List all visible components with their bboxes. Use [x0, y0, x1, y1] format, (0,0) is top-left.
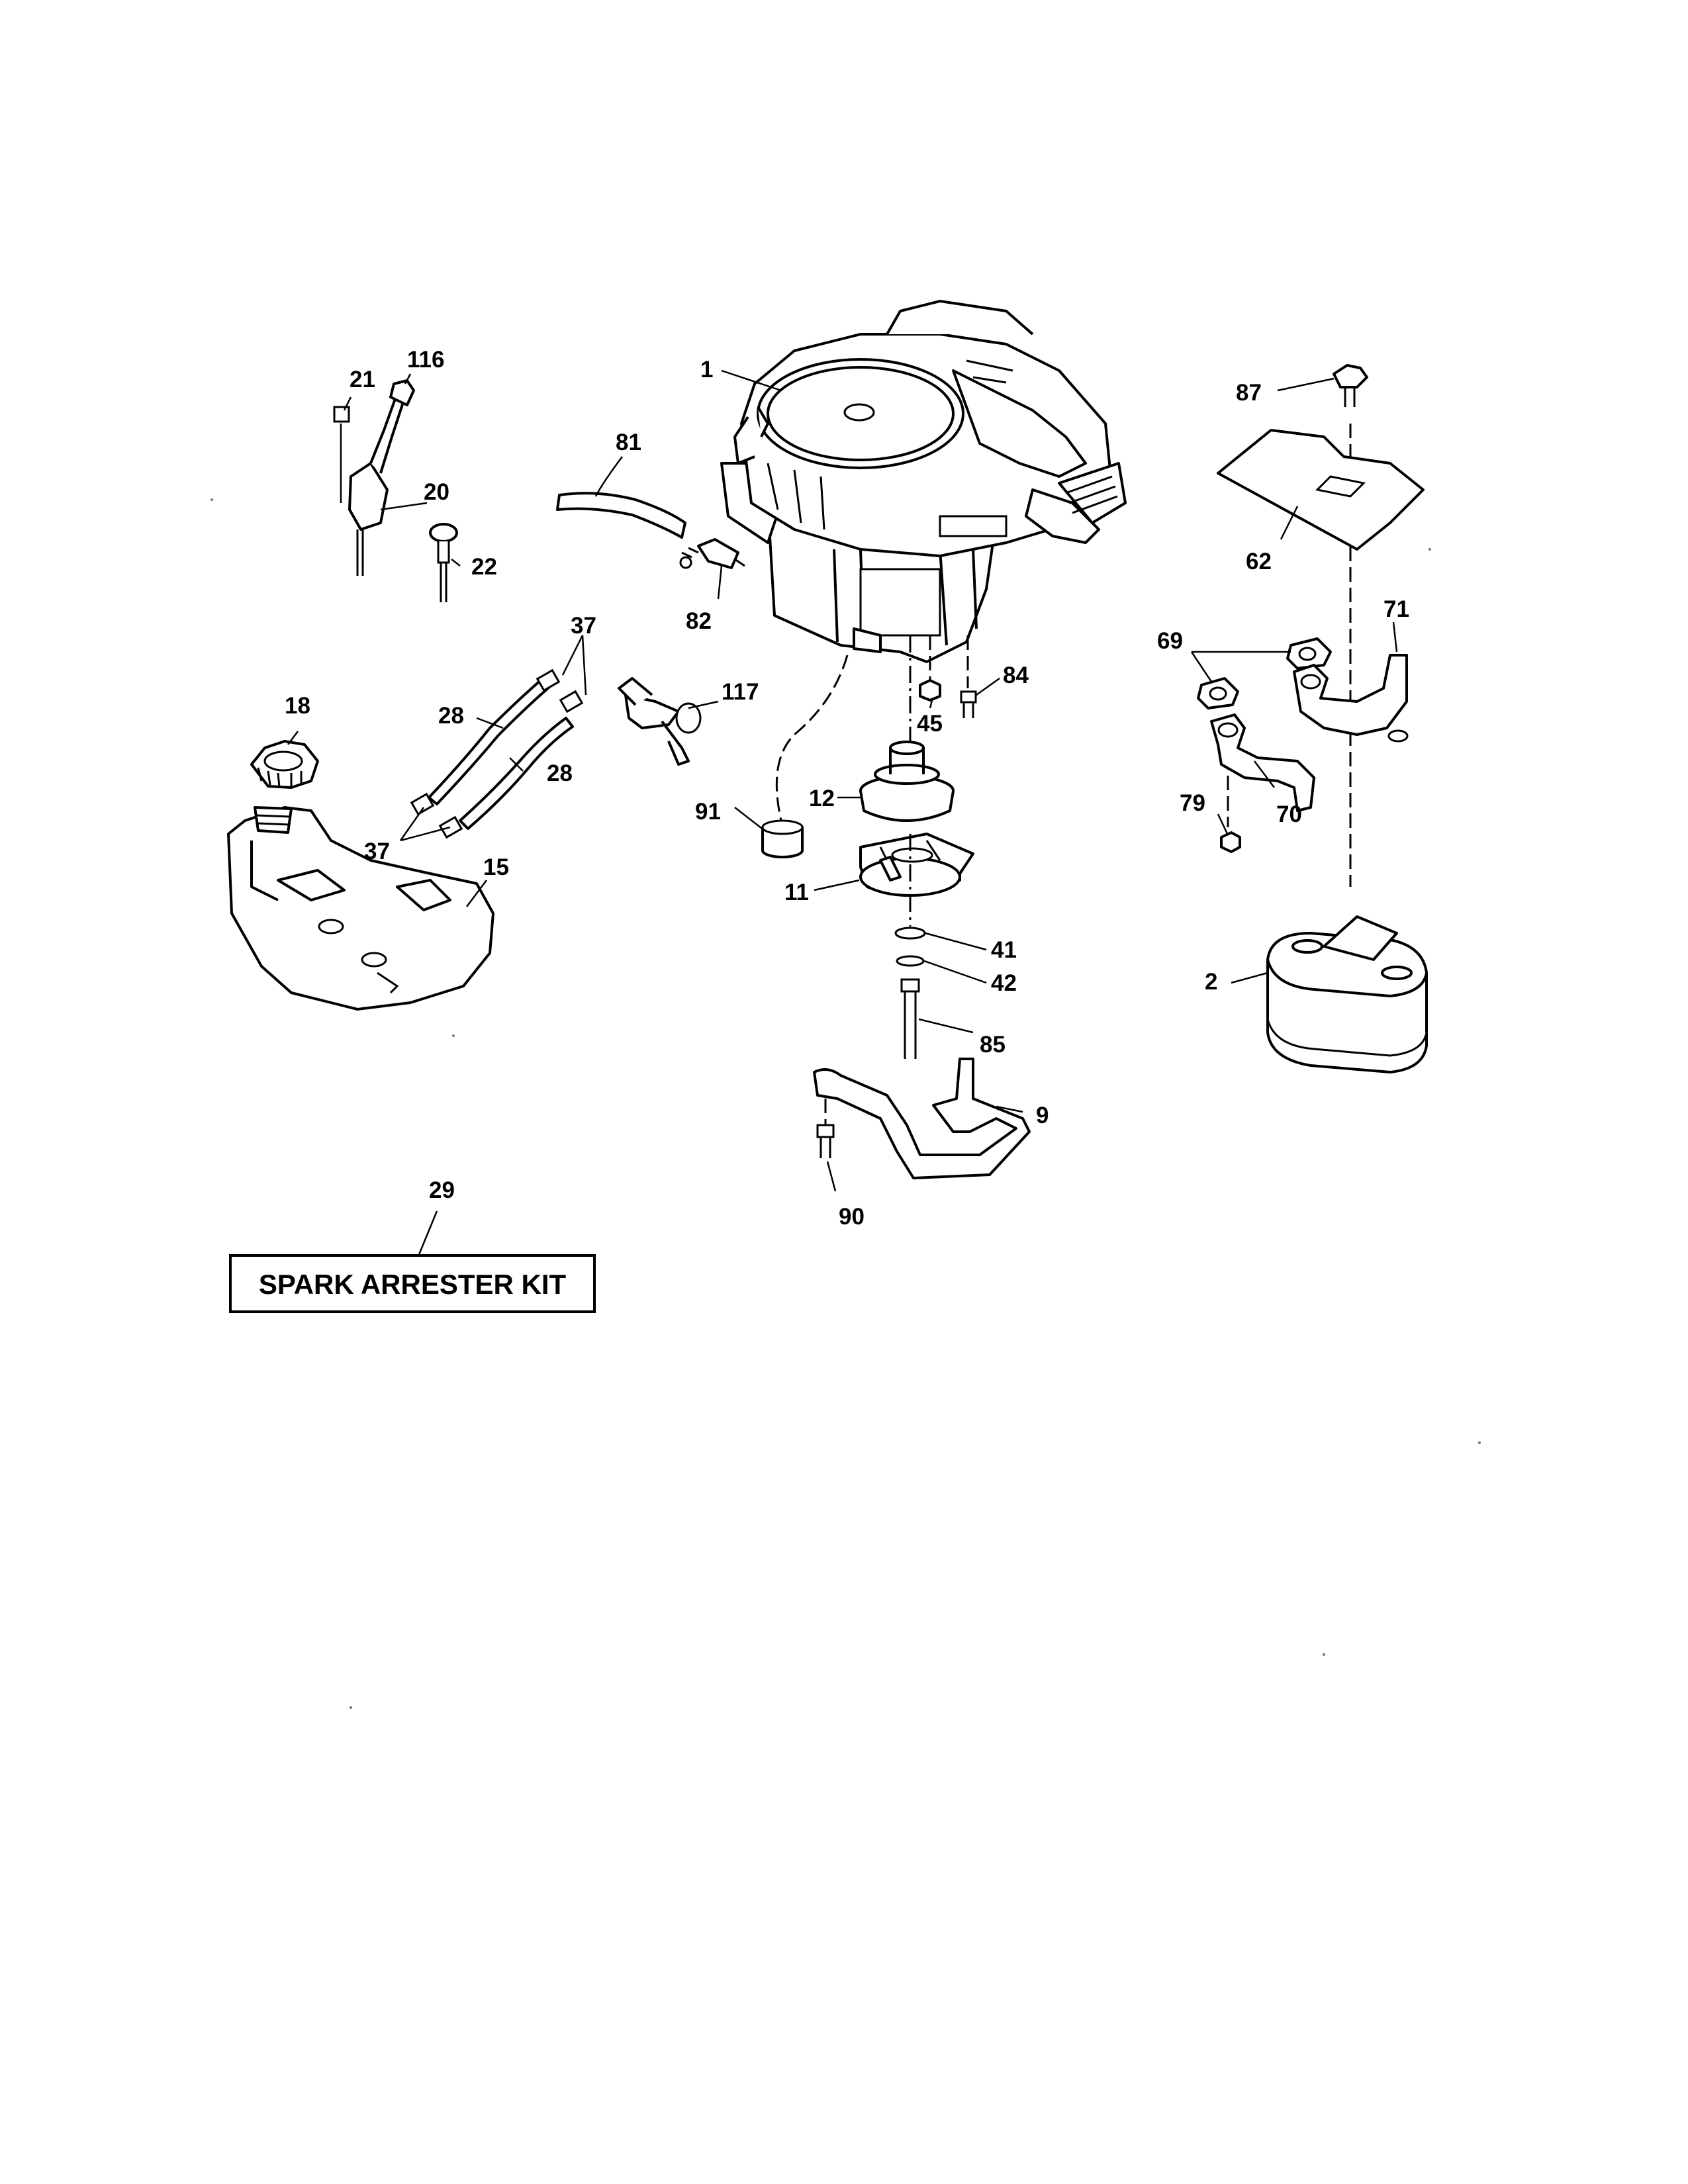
heat-shield	[1217, 429, 1425, 551]
label-84: 84	[1003, 662, 1029, 688]
label-85: 85	[980, 1032, 1006, 1058]
engine	[720, 300, 1127, 663]
fuel-filter	[679, 538, 745, 569]
label-90: 90	[839, 1204, 865, 1230]
nut-45	[919, 679, 941, 702]
bolt-79	[1220, 831, 1241, 853]
label-28a: 28	[438, 703, 464, 729]
label-22: 22	[471, 554, 497, 580]
label-18: 18	[285, 693, 310, 719]
label-11: 11	[784, 880, 809, 905]
washer-42	[896, 955, 925, 967]
throttle-control	[333, 379, 458, 602]
label-41: 41	[991, 937, 1017, 963]
label-28b: 28	[547, 760, 573, 786]
belt-guide	[813, 1058, 1031, 1179]
bolt-84	[960, 690, 977, 718]
label-81: 81	[616, 430, 641, 455]
scan-specks	[211, 498, 1481, 1709]
fuel-tank	[227, 806, 494, 1011]
fuel-hose	[556, 492, 686, 539]
label-116: 116	[407, 347, 444, 373]
exhaust-pipe-70	[1210, 713, 1315, 812]
oil-drain-valve	[618, 677, 702, 766]
assembly-lines	[775, 424, 1352, 1125]
label-37a: 37	[571, 613, 596, 639]
label-9: 9	[1036, 1103, 1049, 1128]
label-91: 91	[695, 799, 721, 825]
fuel-cap	[250, 740, 319, 789]
label-117: 117	[722, 679, 759, 705]
label-12: 12	[809, 786, 835, 811]
electric-clutch	[859, 833, 974, 897]
label-45: 45	[917, 711, 943, 737]
label-69: 69	[1157, 628, 1183, 654]
label-29: 29	[429, 1177, 455, 1203]
exhaust-pipe-71	[1293, 654, 1409, 743]
label-87: 87	[1236, 380, 1262, 406]
part-labels: 1 2 9 11 12 15 18 20 21 22 28 28 29 37 3…	[285, 347, 1409, 1230]
label-62: 62	[1246, 549, 1272, 574]
label-1: 1	[700, 357, 713, 383]
label-2: 2	[1205, 969, 1217, 995]
engine-pulley	[859, 741, 955, 822]
spark-arrester-kit-text: SPARK ARRESTER KIT	[259, 1269, 567, 1300]
label-37b: 37	[364, 839, 390, 864]
label-79: 79	[1180, 790, 1205, 816]
label-71: 71	[1383, 596, 1409, 622]
muffler	[1266, 915, 1428, 1073]
washer-41	[894, 927, 926, 940]
spark-arrester-kit-box: SPARK ARRESTER KIT	[229, 1254, 596, 1313]
gaskets	[1197, 637, 1332, 709]
grommet-91	[761, 819, 804, 858]
bolt-85	[900, 978, 920, 1059]
bolt-90	[816, 1124, 835, 1158]
screw-87	[1333, 364, 1368, 407]
fuel-lines	[410, 668, 584, 839]
label-20: 20	[424, 479, 449, 505]
label-15: 15	[483, 854, 509, 880]
label-70: 70	[1276, 801, 1302, 827]
label-21: 21	[350, 367, 375, 392]
label-42: 42	[991, 970, 1017, 996]
label-82: 82	[686, 608, 712, 634]
